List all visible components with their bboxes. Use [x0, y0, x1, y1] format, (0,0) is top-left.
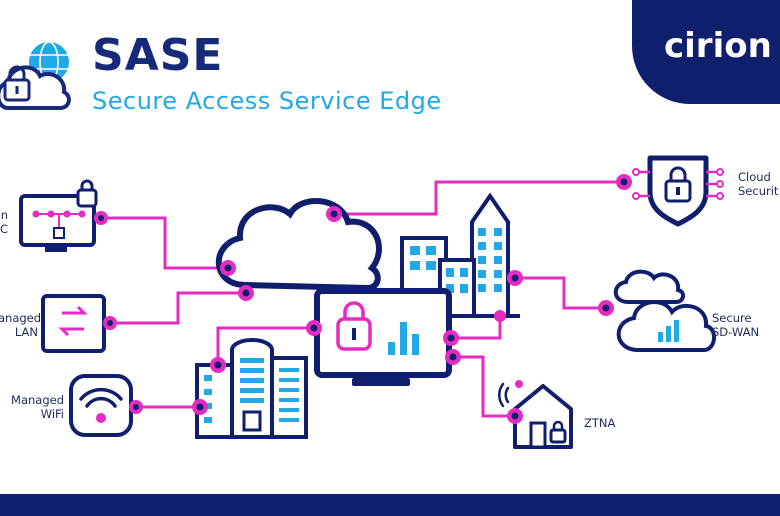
- small-lock-icon: [76, 188, 98, 208]
- central-cloud-icon: [215, 198, 382, 292]
- line-monitor-city: [451, 316, 502, 340]
- connection-lines: [101, 180, 624, 418]
- central-monitor-icon: [306, 288, 461, 386]
- label-ztna: ZTNA: [584, 416, 616, 430]
- monitor-network-icon: [19, 179, 108, 252]
- signal-icon: [498, 382, 510, 408]
- house-lock-icon: [549, 428, 567, 444]
- brand-logo: cirion: [632, 0, 780, 104]
- line-sdwan: [515, 276, 606, 310]
- cloud-security-shield-icon: [616, 155, 724, 227]
- page-title: SASE: [92, 30, 224, 81]
- datacenter-building-icon: [192, 338, 308, 439]
- page-subtitle: Secure Access Service Edge: [92, 87, 442, 115]
- line-ztna: [453, 355, 515, 418]
- footer-bar: [0, 494, 780, 516]
- brand-logo-text: cirion: [664, 26, 772, 66]
- bar-chart-icon: [388, 322, 419, 355]
- line-top-left: [101, 216, 228, 270]
- line-lan: [110, 291, 246, 325]
- sase-header-icon: [0, 41, 71, 110]
- lan-switch-icon: [41, 294, 117, 353]
- wifi-router-icon: [69, 374, 143, 437]
- ztna-house-icon: [498, 380, 573, 449]
- line-monitor-building: [216, 326, 314, 365]
- city-buildings-icon: [400, 192, 523, 322]
- sdwan-cloud-icon: [598, 269, 716, 352]
- line-cloud-security: [334, 180, 624, 216]
- sdwan-bars-icon: [658, 320, 679, 342]
